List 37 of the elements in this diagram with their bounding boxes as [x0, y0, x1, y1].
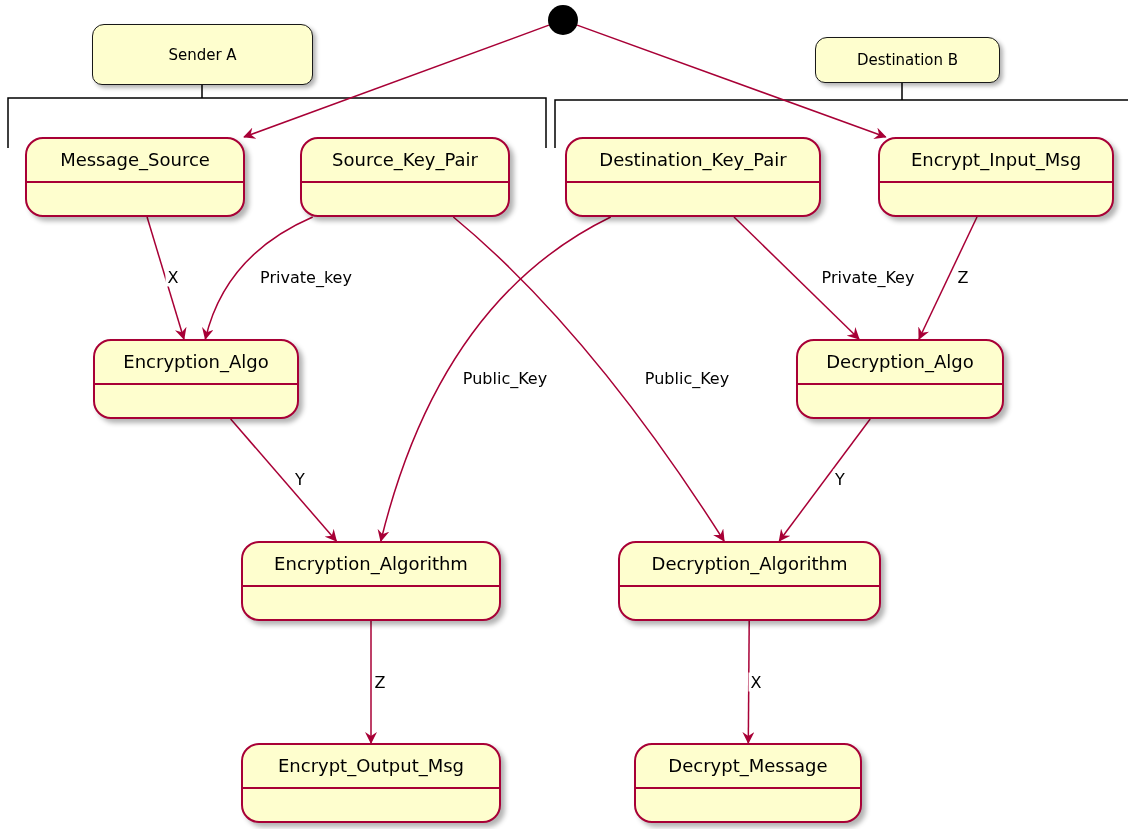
state-name: Decryption_Algo	[825, 351, 975, 372]
state-box	[634, 743, 862, 823]
state-box	[565, 137, 821, 217]
state-name: Encrypt_Output_Msg	[276, 755, 466, 776]
state-name: Encryption_Algo	[122, 351, 270, 372]
lane-header	[815, 37, 1000, 83]
state-box	[93, 339, 299, 419]
lane-header	[92, 24, 313, 85]
state-name: Destination B	[856, 51, 959, 69]
state-box	[25, 137, 245, 217]
arrow	[243, 24, 550, 139]
state-name: Destination_Key_Pair	[598, 149, 788, 170]
arrow	[733, 216, 860, 340]
state-box	[878, 137, 1114, 217]
arrow	[918, 216, 978, 340]
state-box	[618, 541, 881, 621]
arrow	[365, 620, 377, 744]
state-name: Sender A	[168, 45, 237, 64]
state-name: Decrypt_Message	[667, 755, 829, 776]
arrow	[452, 216, 725, 542]
arrow	[229, 418, 338, 542]
start-dot	[548, 5, 578, 35]
arrow	[202, 216, 314, 340]
state-box	[241, 743, 501, 823]
arrow	[377, 216, 612, 542]
arrow	[778, 418, 871, 542]
state-name: Encrypt_Input_Msg	[909, 149, 1083, 170]
state-name: Decryption_Algorithm	[650, 553, 849, 574]
state-box	[300, 137, 510, 217]
arrow	[146, 216, 187, 340]
state-box	[241, 541, 501, 621]
state-name: Encryption_Algorithm	[273, 553, 469, 574]
state-box	[796, 339, 1004, 419]
state-name: Message_Source	[59, 149, 211, 170]
arrow	[576, 24, 887, 139]
edge-label: X	[748, 672, 764, 692]
state-name: Source_Key_Pair	[331, 149, 479, 170]
